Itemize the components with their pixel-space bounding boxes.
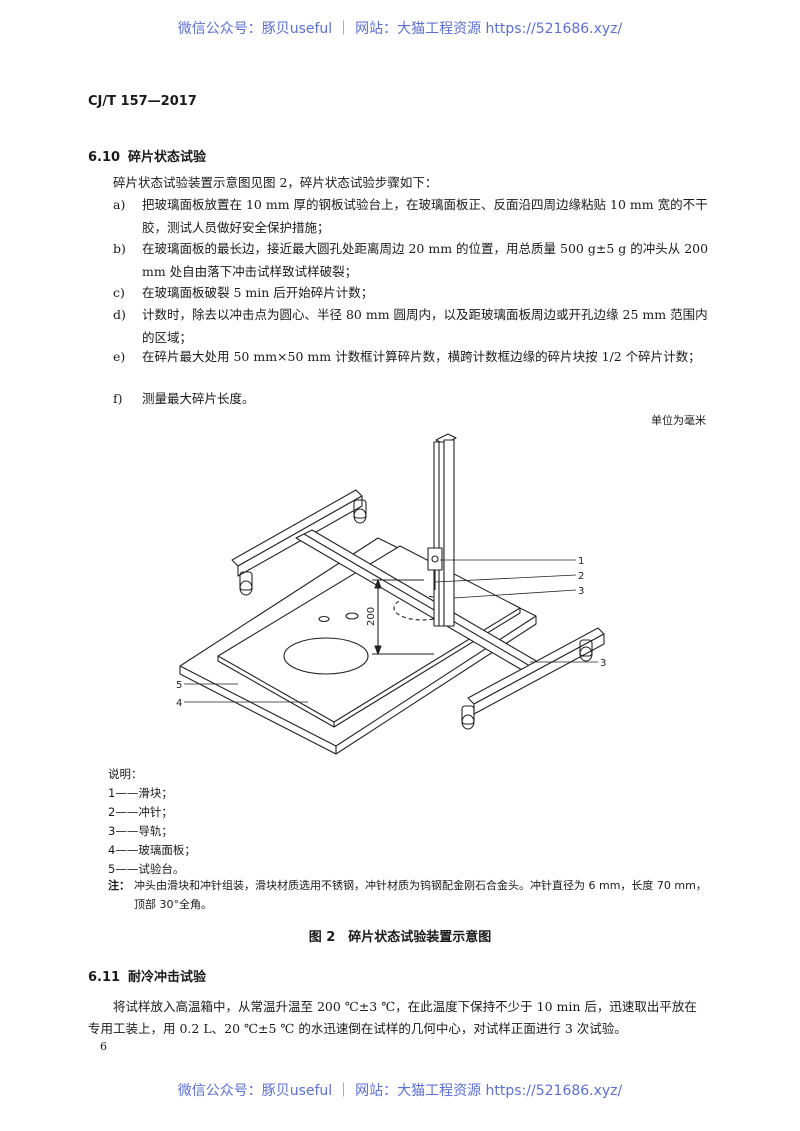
vertical-column-drawing — [433, 433, 457, 627]
step-item: b) 在玻璃面板的最长边，接近最大圆孔处距离周边 20 mm 的位置，用总质量 … — [113, 238, 713, 283]
legend-item: 3——导轨； — [108, 824, 173, 838]
callout-label: 3 — [578, 586, 584, 597]
callout-label: 2 — [578, 571, 584, 582]
legend-item: 5——试验台。 — [108, 862, 185, 876]
callout-leaders — [184, 559, 598, 703]
step-label: f) — [113, 391, 123, 406]
step-label: a) — [113, 197, 126, 212]
legend-item: 2——冲针； — [108, 805, 173, 819]
figure-note: 注： 冲头由滑块和冲针组装，滑块材质选用不锈钢，冲针材质为钨钢配金刚石合金头。冲… — [108, 876, 708, 914]
dimension-label: 200 — [366, 607, 377, 626]
section-heading-6-10: 6.10 碎片状态试验 — [88, 146, 206, 165]
step-label: e) — [113, 349, 126, 364]
step-item: a) 把玻璃面板放置在 10 mm 厚的钢板试验台上，在玻璃面板正、反面沿四周边… — [113, 194, 713, 239]
test-apparatus-figure: 1 2 3 3 5 4 200 — [176, 433, 606, 755]
legend-item: 4——玻璃面板； — [108, 843, 196, 857]
step-text: 测量最大碎片长度。 — [142, 391, 255, 406]
callout-label: 4 — [176, 698, 182, 709]
legend-title: 说明： — [108, 767, 143, 781]
slider-drawing — [427, 547, 443, 590]
dimension-200-drawing — [372, 579, 434, 655]
step-text: 计数时，除去以冲击点为圆心、半径 80 mm 圆周内，以及距玻璃面板周边或开孔边… — [142, 307, 708, 345]
step-item: c) 在玻璃面板破裂 5 min 后开始碎片计数； — [113, 282, 713, 305]
section-heading-6-11: 6.11 耐冷冲击试验 — [88, 966, 206, 985]
watermark-top: 微信公众号：豚贝useful ｜ 网站：大猫工程资源 https://52168… — [177, 21, 623, 37]
section-number: 6.10 — [88, 150, 121, 165]
right-frame-drawing — [461, 627, 605, 730]
legend-item: 1——滑块； — [108, 786, 173, 800]
callout-label: 5 — [176, 680, 182, 691]
section-intro: 碎片状态试验装置示意图见图 2，碎片状态试验步骤如下： — [113, 175, 438, 190]
step-item: d) 计数时，除去以冲击点为圆心、半径 80 mm 圆周内，以及距玻璃面板周边或… — [113, 304, 713, 349]
step-text: 把玻璃面板放置在 10 mm 厚的钢板试验台上，在玻璃面板正、反面沿四周边缘粘贴… — [142, 197, 708, 235]
standard-code: CJ/T 157—2017 — [88, 94, 197, 109]
callout-label: 1 — [578, 556, 584, 567]
page-number: 6 — [100, 1040, 107, 1053]
step-text: 在玻璃面板破裂 5 min 后开始碎片计数； — [142, 285, 374, 300]
step-item: e) 在碎片最大处用 50 mm×50 mm 计数框计算碎片数，横跨计数框边缘的… — [113, 346, 713, 369]
note-label: 注： — [108, 879, 130, 892]
watermark-bottom: 微信公众号：豚贝useful ｜ 网站：大猫工程资源 https://52168… — [177, 1083, 623, 1099]
step-item: f) 测量最大碎片长度。 — [113, 388, 713, 411]
step-label: d) — [113, 307, 126, 322]
note-text: 冲头由滑块和冲针组装，滑块材质选用不锈钢，冲针材质为钨钢配金刚石合金头。冲针直径… — [134, 879, 707, 911]
unit-note: 单位为毫米 — [651, 414, 706, 427]
step-text: 在玻璃面板的最长边，接近最大圆孔处距离周边 20 mm 的位置，用总质量 500… — [142, 241, 709, 279]
step-text: 在碎片最大处用 50 mm×50 mm 计数框计算碎片数，横跨计数框边缘的碎片块… — [142, 349, 701, 364]
legend: 说明： 1——滑块； 2——冲针； 3——导轨； 4——玻璃面板； 5——试验台… — [108, 765, 196, 879]
figure-caption: 图 2 碎片状态试验装置示意图 — [308, 930, 492, 945]
step-label: c) — [113, 285, 125, 300]
step-label: b) — [113, 241, 126, 256]
callout-label: 3 — [600, 658, 606, 669]
section-title: 碎片状态试验 — [128, 150, 207, 165]
section-number: 6.11 — [88, 970, 121, 985]
section-title: 耐冷冲击试验 — [128, 970, 207, 985]
section-body: 将试样放入高温箱中，从常温升温至 200 ℃±3 ℃，在此温度下保持不少于 10… — [88, 999, 697, 1036]
